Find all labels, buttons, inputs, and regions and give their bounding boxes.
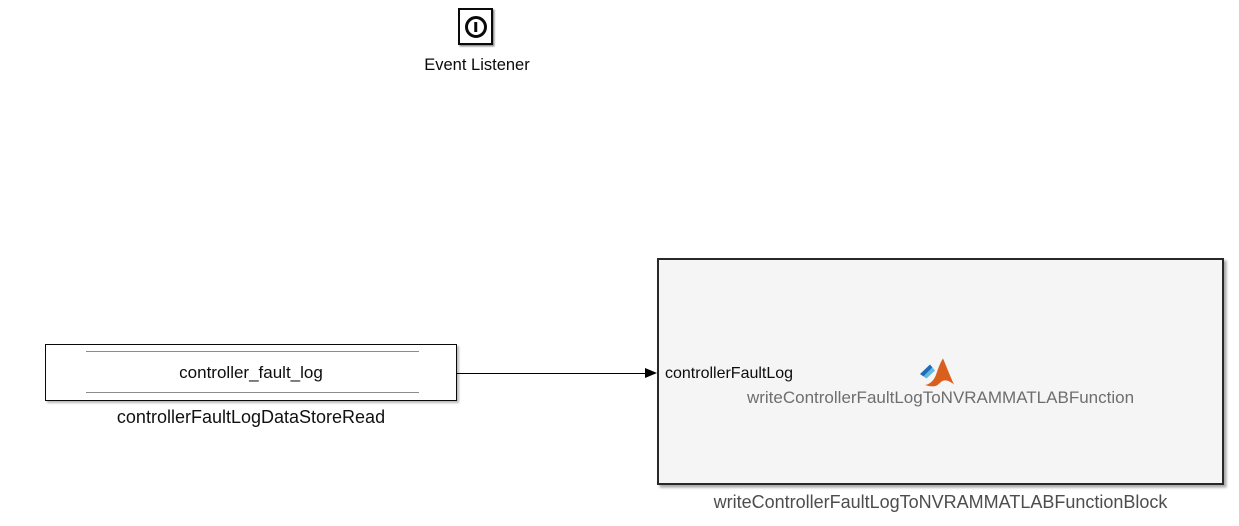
matlab-function-block-label[interactable]: writeControllerFaultLogToNVRAMMATLABFunc…	[713, 492, 1168, 512]
data-store-name: controller_fault_log	[179, 362, 323, 382]
matlab-function-block[interactable]: controllerFaultLog writeControllerFaultL…	[657, 258, 1224, 485]
data-store-read-block-label[interactable]: controllerFaultLogDataStoreRead	[116, 407, 386, 427]
arrowhead-icon	[645, 368, 657, 378]
signal-wire[interactable]	[456, 373, 646, 374]
event-listener-label[interactable]: Event Listener	[424, 56, 530, 74]
power-icon	[464, 15, 487, 38]
matlab-logo-icon	[920, 358, 954, 387]
matlab-function-name: writeControllerFaultLogToNVRAMMATLABFunc…	[746, 388, 1135, 407]
event-listener-block[interactable]	[458, 8, 493, 45]
input-port-label: controllerFaultLog	[665, 365, 794, 382]
data-store-read-block[interactable]: controller_fault_log	[45, 344, 457, 401]
power-icon-bar	[473, 21, 478, 32]
data-store-bottom-divider	[86, 392, 419, 393]
data-store-top-divider	[86, 351, 419, 352]
